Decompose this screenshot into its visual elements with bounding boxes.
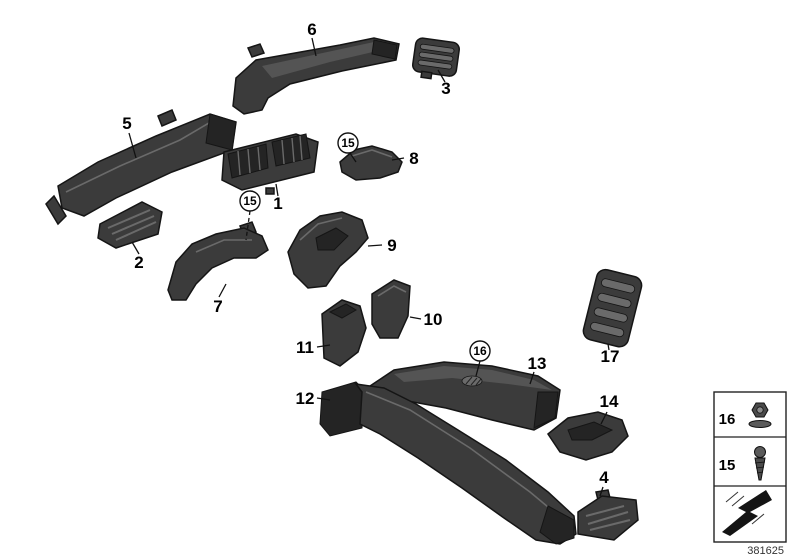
diagram-number: 381625 (747, 545, 784, 557)
duct-outlet (539, 505, 575, 545)
part-10-duct[interactable] (371, 279, 411, 339)
duct-highlight (377, 285, 407, 297)
legend-15-label: 15 (719, 457, 736, 474)
duct-body (232, 37, 400, 115)
part-14-label[interactable]: 14 (600, 392, 619, 411)
duct-end-flange (205, 113, 237, 151)
duct-opening (567, 421, 614, 441)
callout-16[interactable]: 16 (469, 340, 491, 362)
part-13-duct[interactable] (369, 361, 561, 431)
callout-15-upper-label: 15 (341, 136, 355, 150)
part-6-label[interactable]: 6 (307, 20, 316, 39)
seal-symbol-icon (722, 490, 772, 536)
part-1-label[interactable]: 1 (273, 194, 282, 213)
vent-slat (593, 307, 628, 323)
vent-stud (265, 187, 275, 195)
vent-slats (107, 209, 157, 241)
part-8-duct[interactable] (339, 145, 403, 181)
duct-opening (315, 227, 349, 251)
duct-body (167, 227, 269, 301)
legend-box: 16 15 (713, 391, 787, 543)
duct-inlet (319, 381, 365, 437)
callout-16-label: 16 (473, 344, 487, 358)
legend-row-screw[interactable]: 15 (719, 446, 766, 481)
callout-15-upper[interactable]: 15 (337, 132, 359, 154)
legend-row-nut[interactable]: 16 (719, 402, 772, 428)
part-12-label[interactable]: 12 (296, 389, 315, 408)
part-2-label[interactable]: 2 (134, 253, 143, 272)
part-9-duct[interactable] (287, 211, 369, 289)
part-17-vent[interactable] (581, 268, 643, 349)
part-11-label[interactable]: 11 (296, 338, 314, 357)
duct-body (354, 383, 577, 545)
callout-15-lower[interactable]: 15 (239, 190, 261, 212)
callout-15-lower-label: 15 (243, 194, 257, 208)
duct-highlight (65, 119, 215, 193)
duct-highlight (195, 239, 252, 253)
vent-slat (418, 51, 454, 62)
part-4-vent[interactable] (577, 489, 639, 541)
duct-highlight (365, 391, 567, 523)
part-13-label[interactable]: 13 (528, 354, 547, 373)
vent-slats (585, 505, 631, 531)
leader-lines (128, 37, 610, 497)
screw-boss-hatch (465, 376, 482, 386)
duct-opening (328, 303, 357, 319)
part-8-label[interactable]: 8 (409, 149, 418, 168)
part-9-label[interactable]: 9 (387, 236, 396, 255)
duct-highlight (299, 217, 343, 241)
legend-16-label: 16 (719, 411, 736, 428)
part-2-vent[interactable] (97, 201, 163, 249)
duct-highlight (351, 149, 393, 158)
duct-end-flange (533, 391, 559, 429)
part-7-label[interactable]: 7 (213, 297, 222, 316)
vent-tab (420, 70, 433, 80)
mounting-clip (246, 43, 266, 58)
vent-slat (590, 321, 625, 338)
vent-body (582, 268, 643, 348)
grille-slats (237, 135, 303, 176)
part-5-duct[interactable] (45, 109, 237, 226)
part-17-label[interactable]: 17 (601, 347, 620, 366)
duct-opening (371, 39, 398, 60)
part-11-duct[interactable] (321, 299, 367, 367)
vent-body (97, 201, 163, 249)
legend-row-seal[interactable] (722, 490, 772, 536)
part-1-vent-assembly[interactable] (221, 133, 319, 195)
part-4-label[interactable]: 4 (599, 468, 609, 487)
part-3-vent[interactable] (411, 37, 460, 82)
duct-top-face (262, 42, 394, 78)
part-7-duct[interactable] (167, 221, 269, 301)
vent-slat (419, 43, 455, 54)
mounting-foot (45, 194, 67, 226)
part-3-label[interactable]: 3 (441, 79, 450, 98)
callout-circle (239, 190, 261, 212)
callout-circle (337, 132, 359, 154)
duct-body (321, 299, 367, 367)
screw-icon (754, 446, 766, 481)
part-12-duct[interactable] (319, 381, 577, 545)
vent-slat (417, 59, 453, 70)
part-10-label[interactable]: 10 (424, 310, 443, 329)
callout-circle (469, 340, 491, 362)
mounting-clip (157, 109, 177, 127)
part-14-duct[interactable] (546, 411, 629, 461)
vent-slat (601, 278, 636, 294)
part-6-duct[interactable] (232, 37, 400, 115)
vent-slat (597, 292, 632, 308)
nut-icon (748, 402, 772, 428)
part-5-label[interactable]: 5 (122, 114, 131, 133)
